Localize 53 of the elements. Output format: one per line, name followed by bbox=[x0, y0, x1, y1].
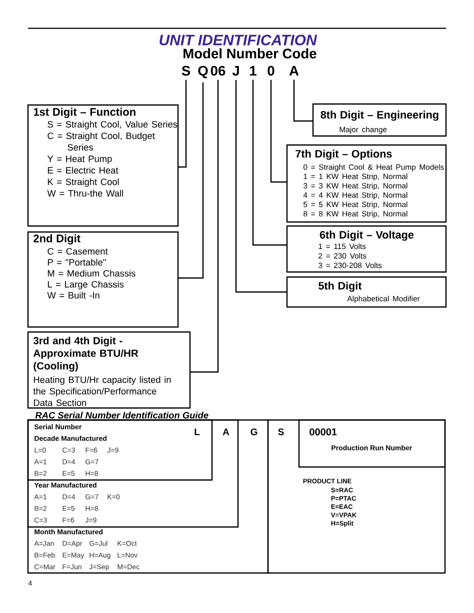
serial-letter: L bbox=[194, 428, 200, 436]
table-box bbox=[267, 419, 446, 574]
connector-line bbox=[178, 82, 204, 279]
connector-line bbox=[178, 80, 187, 168]
box-heading: 6th Digit – Voltage bbox=[320, 230, 414, 241]
box-heading: 8th Digit – Engineering bbox=[320, 110, 438, 121]
code-character: 1 bbox=[250, 66, 256, 76]
table-box bbox=[27, 419, 239, 528]
title: UNIT IDENTIFICATION bbox=[160, 34, 318, 46]
code-character: 0 bbox=[268, 66, 274, 76]
list-item: C = Straight Cool, Budget Series bbox=[48, 132, 155, 151]
box-heading: 7th Digit – Options bbox=[296, 150, 392, 160]
run-number-box bbox=[298, 419, 446, 468]
list-item: P = "Portable" bbox=[48, 258, 106, 266]
list-item: S = Straight Cool, Value Series bbox=[48, 120, 178, 130]
box-heading: 5th Digit bbox=[318, 282, 362, 292]
connector-line bbox=[252, 80, 287, 246]
list-item: W = Built -In bbox=[47, 292, 100, 299]
subtitle: Model Number Code bbox=[184, 48, 316, 58]
section-heading: RAC Serial Number Identification Guide bbox=[35, 412, 208, 418]
digit-box bbox=[286, 144, 447, 223]
list-item: M = Medium Chassis bbox=[48, 270, 136, 277]
list-item: E = Electric Heat bbox=[48, 166, 118, 174]
list-item: K = Straight Cool bbox=[48, 178, 119, 187]
digit-box bbox=[27, 231, 179, 328]
connector-line bbox=[235, 80, 287, 293]
connector-line bbox=[190, 80, 219, 373]
code-character: 06 bbox=[210, 66, 226, 76]
list-item: L = Large Chassis bbox=[48, 280, 124, 290]
digit-box bbox=[27, 104, 179, 227]
table-box bbox=[27, 419, 269, 574]
table-box bbox=[27, 419, 213, 481]
digit-box bbox=[286, 276, 447, 308]
digit-box bbox=[286, 225, 447, 273]
box-heading: 2nd Digit bbox=[34, 234, 80, 245]
digit-box bbox=[27, 331, 191, 409]
serial-letter: A bbox=[222, 428, 230, 436]
digit-box bbox=[312, 103, 447, 137]
list-item: C = Casement bbox=[48, 248, 108, 255]
code-character: J bbox=[232, 66, 239, 76]
code-character: S bbox=[182, 66, 190, 76]
code-character: A bbox=[289, 66, 299, 76]
description-text: Heating BTU/Hr capacity listed in the Specification/Performance Data Section bbox=[33, 376, 171, 406]
serial-letter: S bbox=[278, 428, 284, 436]
connector-line bbox=[270, 80, 287, 183]
list-item: Y = Heat Pump bbox=[47, 156, 112, 164]
connector-line bbox=[293, 80, 313, 122]
box-heading: 3rd and 4th Digit - Approximate BTU/HR (Cooling) bbox=[33, 336, 138, 372]
list-item: W = Thru-the Wall bbox=[47, 190, 123, 197]
serial-letter: G bbox=[250, 428, 258, 436]
box-heading: 1st Digit – Function bbox=[34, 108, 136, 118]
code-character: Q bbox=[198, 66, 208, 78]
run-number: 00001 bbox=[310, 428, 337, 436]
